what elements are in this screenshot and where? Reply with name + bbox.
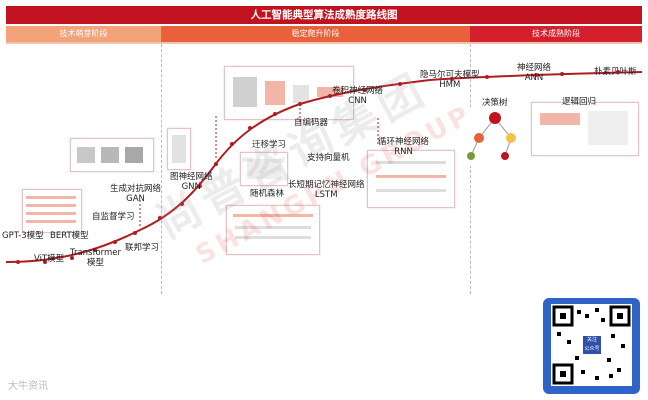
label-lstm: 长短期记忆神经网络 LSTM: [288, 180, 365, 200]
qr-code[interactable]: 关注 公众号: [543, 298, 640, 394]
label-svm: 支持向量机: [307, 153, 350, 163]
label-vit: ViT模型: [34, 254, 64, 264]
label-naive-bayes: 朴素贝叶斯: [594, 67, 637, 77]
label-transformer: Transformer 模型: [70, 248, 121, 268]
label-decision-tree: 决策树: [482, 98, 508, 108]
label-cnn: 卷积神经网络 CNN: [332, 86, 383, 106]
label-self-supervised: 自监督学习: [92, 212, 135, 222]
label-ann: 神经网络 ANN: [517, 63, 551, 83]
label-federated: 联邦学习: [125, 243, 159, 253]
label-transfer: 迁移学习: [252, 140, 286, 150]
label-rnn: 循环神经网络 RNN: [378, 137, 429, 157]
label-logistic: 逻辑回归: [562, 97, 596, 107]
label-autoencoder: 自编码器: [294, 118, 328, 128]
label-random-forest: 随机森林: [250, 189, 284, 199]
qr-center-label: 关注 公众号: [583, 336, 601, 354]
label-gpt3: GPT-3模型: [2, 231, 44, 241]
label-gnn: 图神经网络 GNN: [170, 172, 213, 192]
footer-logo: 大牛资讯: [8, 377, 48, 392]
label-bert: BERT模型: [50, 231, 89, 241]
label-hmm: 隐马尔可夫模型 HMM: [420, 70, 480, 90]
label-gan: 生成对抗网络 GAN: [110, 184, 161, 204]
